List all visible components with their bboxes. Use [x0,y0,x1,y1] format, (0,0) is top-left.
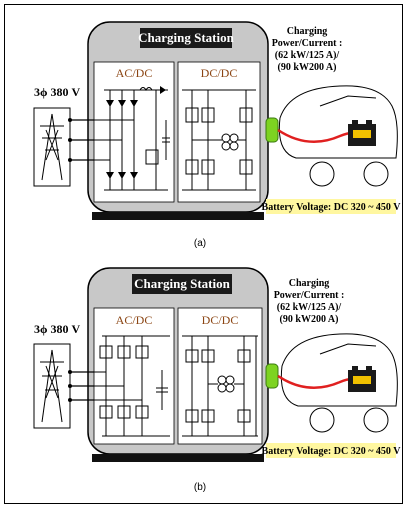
station-base [92,212,264,220]
power-line-1: Charging [289,278,330,289]
power-line-4: (90 kW200 A) [278,62,337,73]
dcdc-label: DC/DC [201,66,238,80]
station-title: Charging Station [138,30,234,45]
dcdc-label: DC/DC [202,313,239,327]
transmission-tower-icon [40,113,64,181]
electric-car-icon [278,85,398,187]
station-title-box [132,274,232,294]
power-line-2: Power/Current : [272,38,343,49]
three-phase-lines [70,119,94,161]
battery-voltage-label: Battery Voltage: DC 320 ~ 450 V [262,446,402,457]
battery-terminal [366,366,372,370]
panel-a: Charging Station AC/DC DC/DC [33,21,402,249]
power-line-4: (90 kW200 A) [280,314,339,325]
charging-cable [277,374,361,389]
station-title: Charging Station [134,276,230,291]
acdc-label: AC/DC [116,313,153,327]
charging-cable [277,128,361,143]
battery-voltage-box [266,199,396,214]
station-title-box [140,28,232,48]
charging-connector [265,363,279,389]
power-line-2: Power/Current : [274,290,345,301]
station-base [92,454,264,462]
battery-voltage-box [266,443,396,458]
phase-terminals [68,118,72,162]
power-line-1: Charging [287,26,328,37]
acdc-label: AC/DC [116,66,153,80]
dcdc-circuit [182,89,256,191]
dcdc-stage-box [177,61,261,203]
electric-car-icon [280,333,398,433]
battery-terminal [366,120,372,124]
battery-voltage-label: Battery Voltage: DC 320 ~ 450 V [262,202,402,213]
phase-terminals [68,370,72,402]
acdc-diodes [106,86,166,179]
three-phase-lines [70,371,94,401]
caption-a: (a) [194,238,206,249]
grid-tower-box [33,107,71,187]
battery-label-strip [353,130,371,138]
grid-voltage-label: 3ϕ 380 V [34,85,80,99]
battery-terminal [352,120,358,124]
grid-voltage-label: 3ϕ 380 V [34,322,80,336]
caption-b: (b) [194,482,206,493]
dcdc-circuit [182,335,258,437]
acdc-circuit [94,335,170,437]
panel-b: Charging Station AC/DC DC/DC [33,267,402,493]
charging-connector [265,117,279,143]
acdc-stage-box [93,307,175,445]
power-line-3: (62 kW/125 A)/ [275,50,340,61]
battery-label-strip [353,376,371,384]
battery-terminal [352,366,358,370]
power-line-3: (62 kW/125 A)/ [277,302,342,313]
transmission-tower-icon [40,349,64,423]
grid-tower-box [33,343,71,429]
